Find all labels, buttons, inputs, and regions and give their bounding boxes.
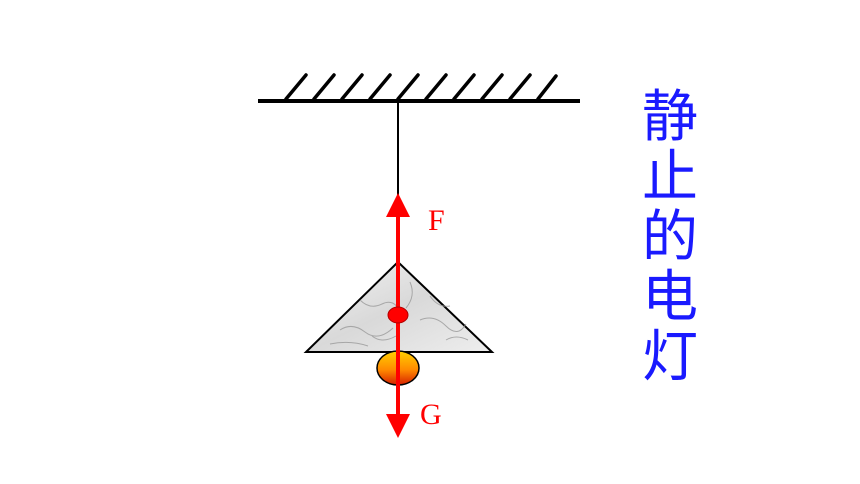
- title-char: 止: [642, 145, 698, 210]
- force-g-label: G: [420, 398, 442, 431]
- title-char: 电: [642, 265, 698, 330]
- force-f-label: F: [428, 204, 445, 237]
- title-char: 灯: [642, 325, 698, 390]
- title-char: 静: [642, 85, 698, 150]
- vertical-title: 静 止 的 电 灯: [636, 88, 704, 388]
- center-of-gravity-dot: [387, 306, 409, 324]
- title-char: 的: [642, 205, 698, 270]
- ceiling: [258, 73, 580, 103]
